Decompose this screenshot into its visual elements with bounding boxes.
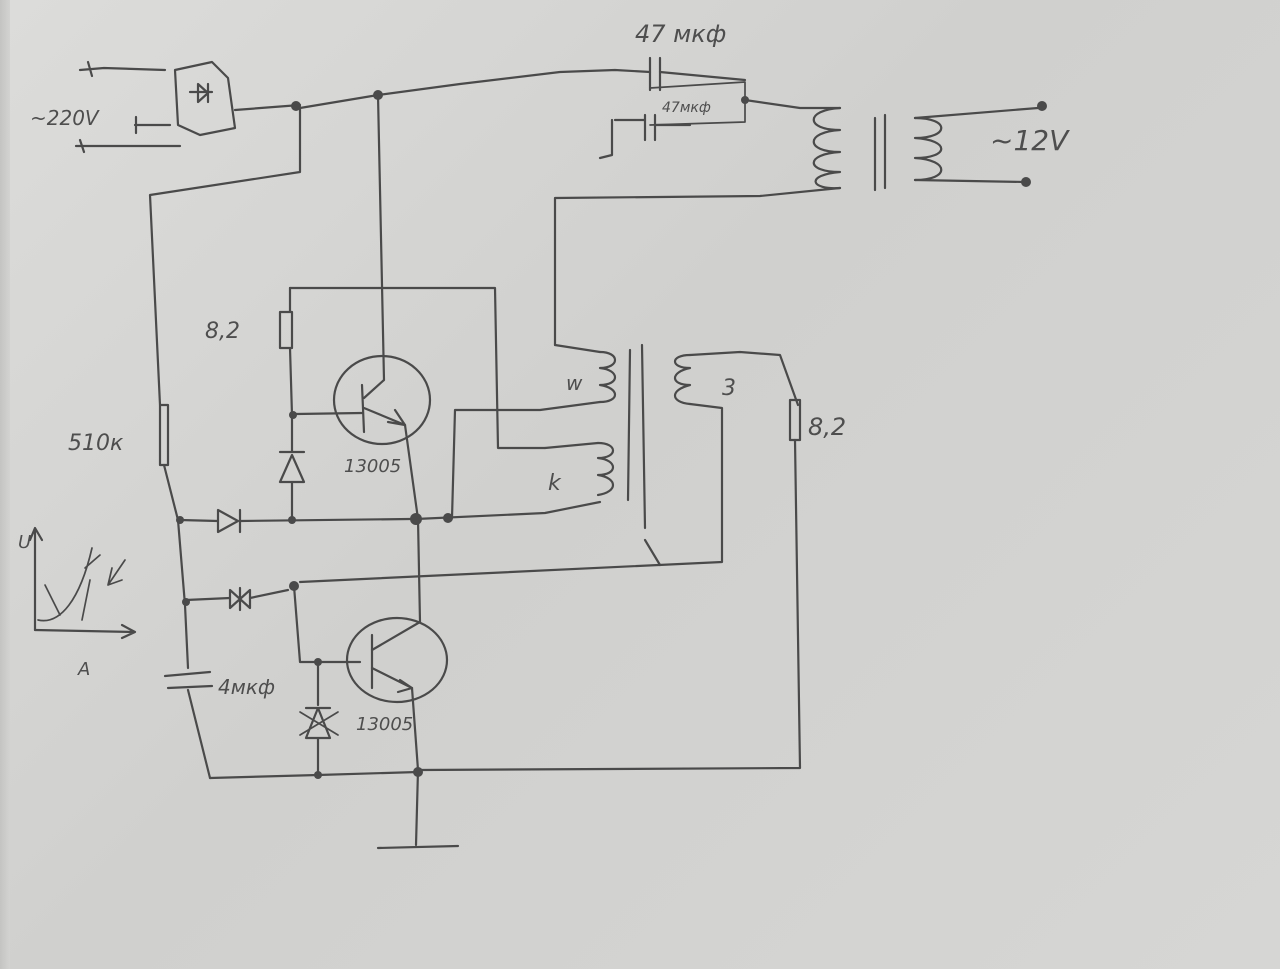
diac-symbol xyxy=(184,586,290,612)
label-cap-top: 47 мкф xyxy=(635,20,726,48)
mains-input xyxy=(74,60,182,154)
junction-dot xyxy=(413,767,423,777)
diac-characteristic-graph xyxy=(28,526,137,640)
label-r-right: 8,2 xyxy=(808,413,846,441)
junction-dot xyxy=(314,771,322,779)
left-rail-wire xyxy=(148,106,302,407)
midpoint-wire xyxy=(414,500,602,521)
zener-top xyxy=(278,416,306,522)
top-bias-wire xyxy=(288,286,547,450)
label-mains-voltage: ~220V xyxy=(30,106,100,130)
capacitor-4uf xyxy=(163,670,214,780)
diode-trigger xyxy=(178,508,412,534)
transistor-13005-bottom xyxy=(345,517,449,847)
label-winding-2: k xyxy=(548,471,562,496)
top-rail-wire xyxy=(298,68,652,110)
left-rail-wire-lower xyxy=(162,463,190,670)
label-winding-3: 3 xyxy=(722,376,736,401)
label-cap-top-second: 47мкф xyxy=(662,100,711,116)
output-transformer xyxy=(553,98,1047,347)
diode-bridge xyxy=(173,60,302,137)
junction-dot xyxy=(291,101,301,111)
paper-edge xyxy=(0,0,10,969)
transistor-13005-top xyxy=(294,93,432,521)
zener-bottom xyxy=(299,660,339,777)
label-diac-axis-v: U xyxy=(18,532,31,553)
junction-dot xyxy=(289,411,297,419)
label-output-voltage: ~12V xyxy=(990,124,1070,157)
label-diac-axis-a: A xyxy=(77,659,90,680)
label-winding-1: w xyxy=(566,371,583,395)
ground-symbol xyxy=(376,844,460,850)
label-transistor-bottom: 13005 xyxy=(356,714,413,735)
label-r-510k: 510к xyxy=(68,431,124,456)
label-cap-bottom: 4мкф xyxy=(218,675,275,699)
label-transistor-top: 13005 xyxy=(344,456,401,477)
resistor-8-2-top xyxy=(278,286,294,417)
resistor-510k xyxy=(158,403,170,467)
resistor-8-2-right xyxy=(418,398,802,772)
lower-base-wire xyxy=(292,584,362,664)
label-r-base-top: 8,2 xyxy=(205,319,240,344)
driver-transformer xyxy=(298,343,800,584)
